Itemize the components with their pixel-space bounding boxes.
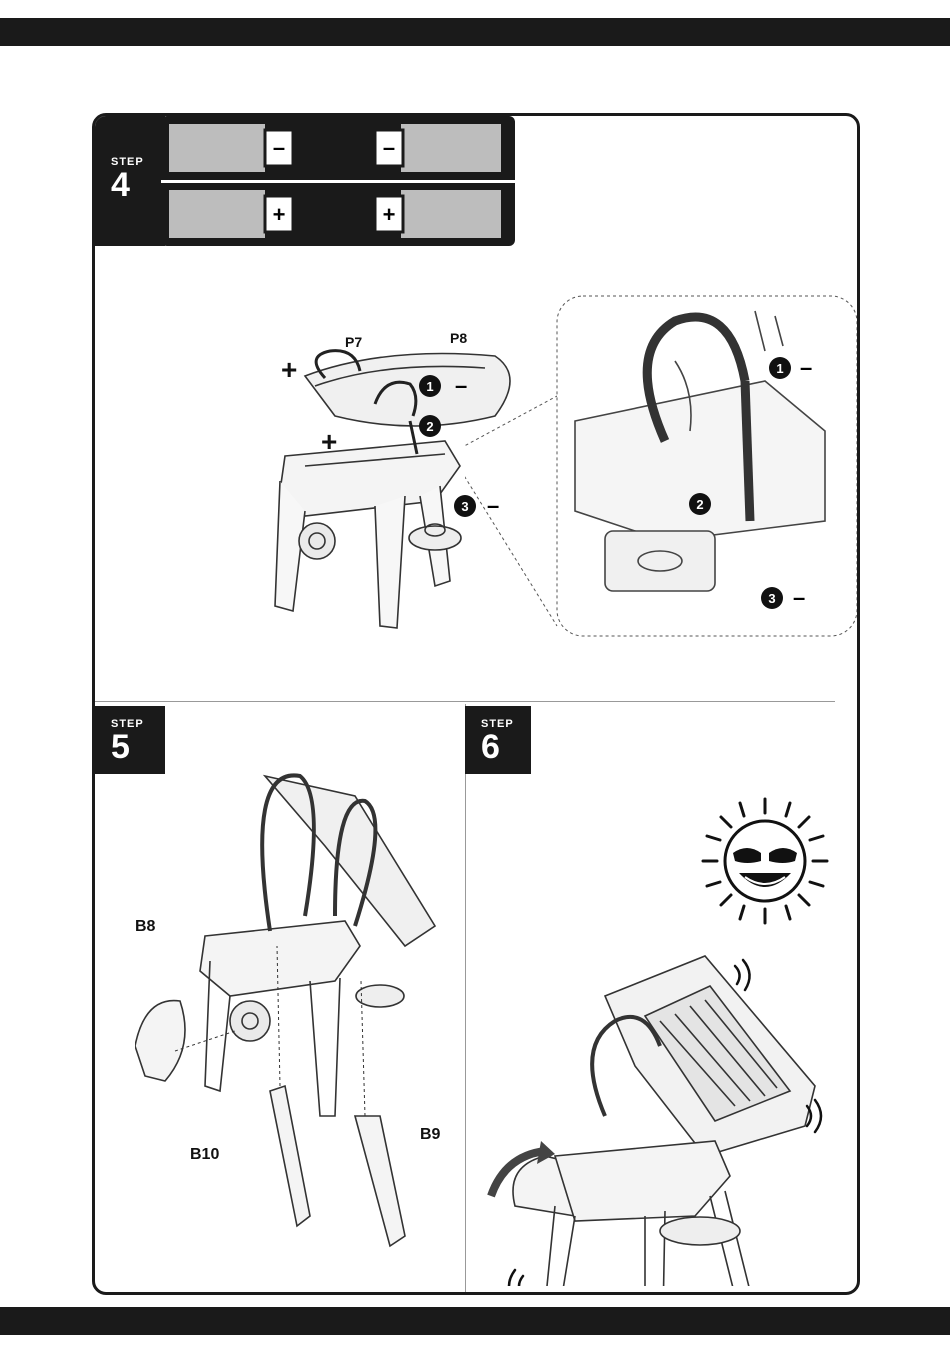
- battery-sign-bottom-right: +: [383, 202, 396, 227]
- zoom-marker-3: 3: [768, 591, 775, 606]
- zoom-marker-2: 2: [696, 497, 703, 512]
- step-5-robot-illustration: [135, 756, 465, 1276]
- part-label-b9: B9: [420, 1126, 440, 1144]
- battery-sign-top-left: –: [273, 135, 285, 160]
- part-label-b10: B10: [190, 1146, 219, 1164]
- plus-sign-upper: +: [281, 356, 297, 384]
- instruction-frame: STEP 4 – – + +: [92, 113, 860, 1295]
- column-divider: [465, 704, 466, 1294]
- section-divider: [95, 701, 835, 702]
- part-label-b8: B8: [135, 918, 155, 936]
- step-4-number: 4: [111, 168, 165, 202]
- battery-sign-bottom-left: +: [273, 202, 286, 227]
- zoom-marker-1-sign: –: [800, 355, 812, 380]
- step-6-number: 6: [481, 730, 531, 764]
- step-6-tab: STEP 6: [465, 706, 531, 774]
- battery-polarity-diagram: – – + +: [161, 116, 517, 248]
- footer-bar: [0, 1307, 950, 1335]
- marker-1: 1: [426, 379, 433, 394]
- part-label-p7: P7: [345, 334, 362, 350]
- step-6-robot-illustration: [485, 926, 845, 1286]
- marker-2: 2: [426, 419, 433, 434]
- zoom-marker-1: 1: [776, 361, 783, 376]
- smiling-sun-icon: [695, 791, 835, 931]
- plus-sign-lower: +: [321, 428, 337, 456]
- battery-sign-top-right: –: [383, 135, 395, 160]
- zoom-marker-3-sign: –: [793, 585, 805, 610]
- zoom-detail: 1 – 2 3 –: [465, 291, 860, 641]
- header-bar: [0, 18, 950, 46]
- step-4-tab: STEP 4: [95, 116, 165, 246]
